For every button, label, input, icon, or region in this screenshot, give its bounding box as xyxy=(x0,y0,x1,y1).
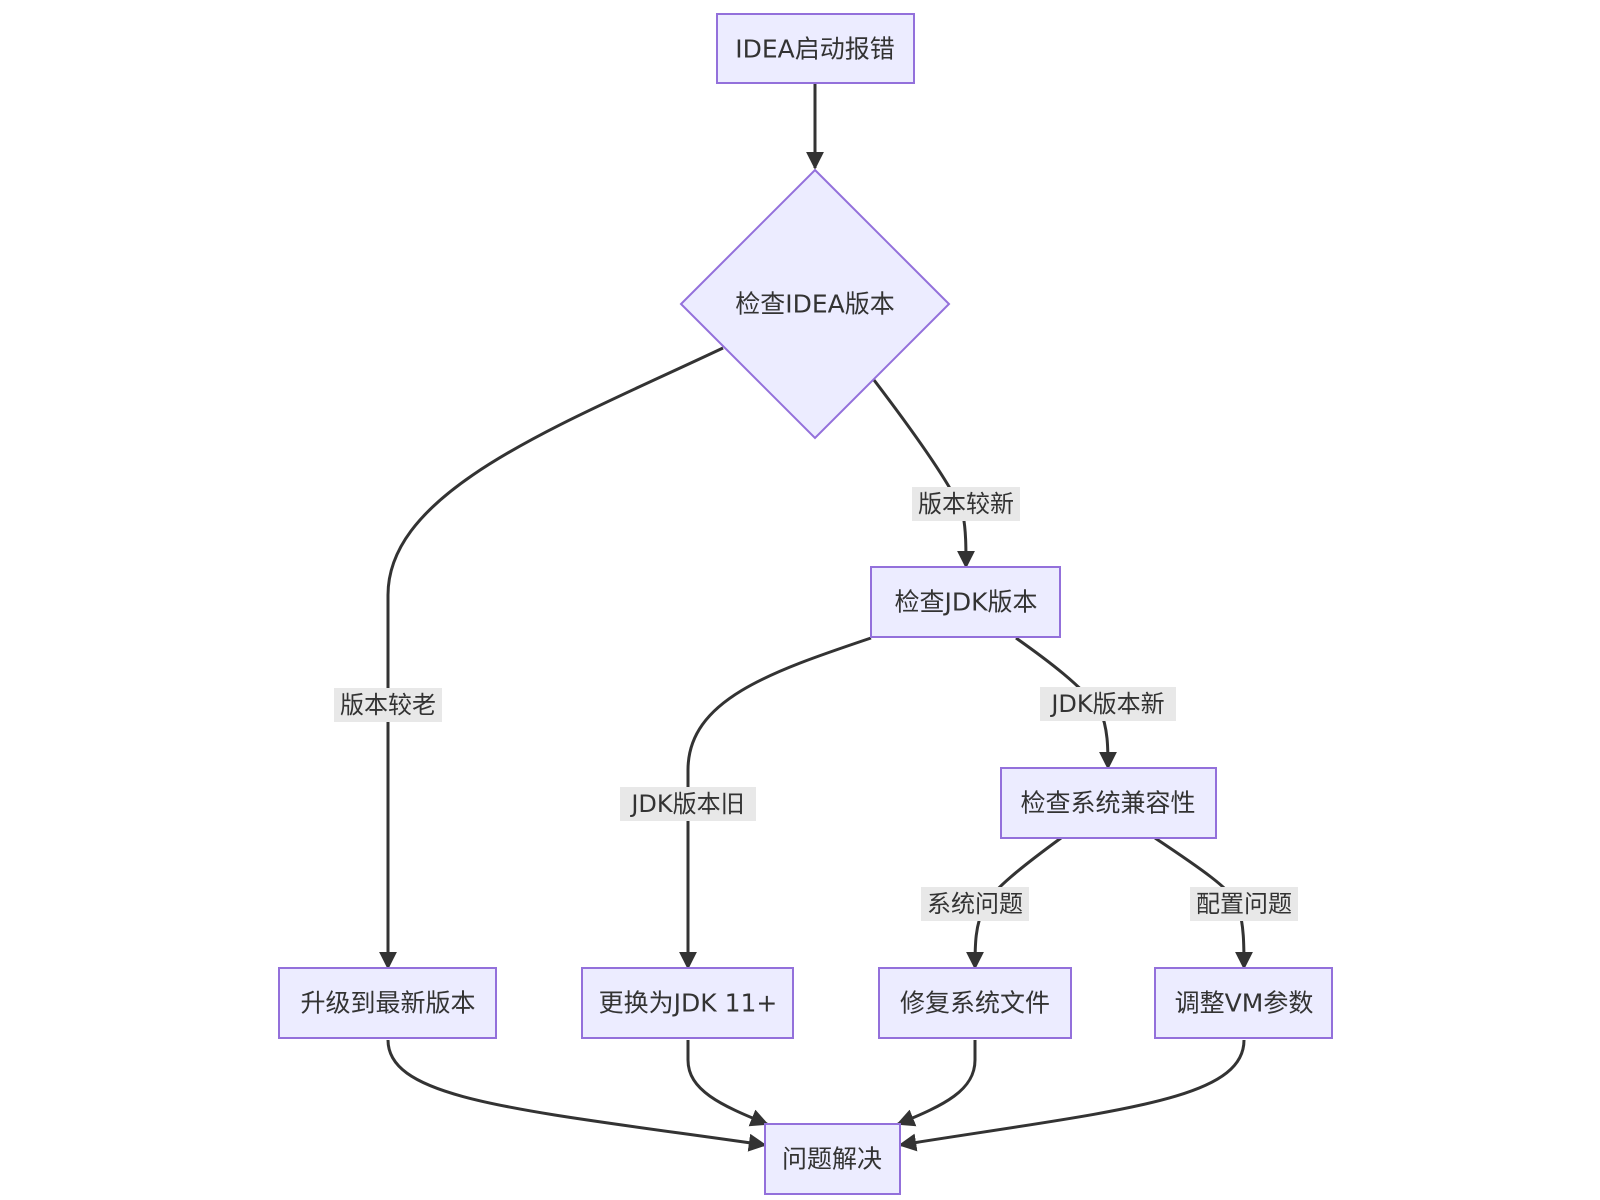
node-start[interactable]: IDEA启动报错 xyxy=(716,13,915,84)
edge-label-jdk-new: JDK版本新 xyxy=(1040,687,1176,721)
node-adjust-vm-params[interactable]: 调整VM参数 xyxy=(1154,967,1333,1039)
edge-label-cfg-issue: 配置问题 xyxy=(1190,887,1298,921)
edge-labels: 版本较老 版本较新 JDK版本旧 JDK版本新 系统问题 配置问题 xyxy=(334,487,1298,921)
node-check-jdk-version[interactable]: 检查JDK版本 xyxy=(870,566,1061,638)
edge-label-new: 版本较新 xyxy=(912,487,1020,521)
node-check-system-compat[interactable]: 检查系统兼容性 xyxy=(1000,767,1217,839)
edge-check-idea-to-check-jdk xyxy=(872,379,975,569)
edge-check-jdk-to-change-jdk xyxy=(679,636,872,970)
edge-label-sys-issue: 系统问题 xyxy=(921,887,1029,921)
svg-text:升级到最新版本: 升级到最新版本 xyxy=(300,989,475,1018)
edge-change-jdk-to-resolved xyxy=(686,1040,769,1127)
svg-text:检查IDEA版本: 检查IDEA版本 xyxy=(735,290,895,319)
edge-upgrade-to-resolved xyxy=(386,1039,767,1152)
svg-text:JDK版本新: JDK版本新 xyxy=(1049,690,1164,718)
svg-text:问题解决: 问题解决 xyxy=(782,1145,882,1174)
svg-text:修复系统文件: 修复系统文件 xyxy=(900,989,1050,1018)
svg-text:检查JDK版本: 检查JDK版本 xyxy=(894,588,1037,617)
svg-text:JDK版本旧: JDK版本旧 xyxy=(629,790,744,818)
svg-text:版本较新: 版本较新 xyxy=(918,490,1014,518)
decision-check-idea-version[interactable]: 检查IDEA版本 xyxy=(679,168,951,440)
node-change-jdk[interactable]: 更换为JDK 11+ xyxy=(581,967,794,1039)
edge-label-jdk-old: JDK版本旧 xyxy=(620,787,756,821)
svg-text:检查系统兼容性: 检查系统兼容性 xyxy=(1020,789,1195,818)
node-repair-system-files[interactable]: 修复系统文件 xyxy=(878,967,1072,1039)
node-upgrade-latest[interactable]: 升级到最新版本 xyxy=(278,967,497,1039)
nodes: IDEA启动报错 检查IDEA版本 检查JDK版本 检查系统兼容性 升级到最新版… xyxy=(278,13,1333,1195)
svg-text:版本较老: 版本较老 xyxy=(340,691,436,719)
node-problem-resolved[interactable]: 问题解决 xyxy=(764,1123,901,1195)
svg-text:更换为JDK 11+: 更换为JDK 11+ xyxy=(599,989,778,1018)
edge-check-idea-to-upgrade xyxy=(379,346,724,970)
svg-text:系统问题: 系统问题 xyxy=(927,890,1023,918)
edge-adjust-vm-to-resolved xyxy=(898,1039,1246,1152)
edge-label-old: 版本较老 xyxy=(334,688,442,722)
svg-text:调整VM参数: 调整VM参数 xyxy=(1175,989,1314,1018)
edge-repair-to-resolved xyxy=(896,1040,977,1127)
svg-text:IDEA启动报错: IDEA启动报错 xyxy=(735,35,895,64)
svg-text:配置问题: 配置问题 xyxy=(1196,890,1292,918)
